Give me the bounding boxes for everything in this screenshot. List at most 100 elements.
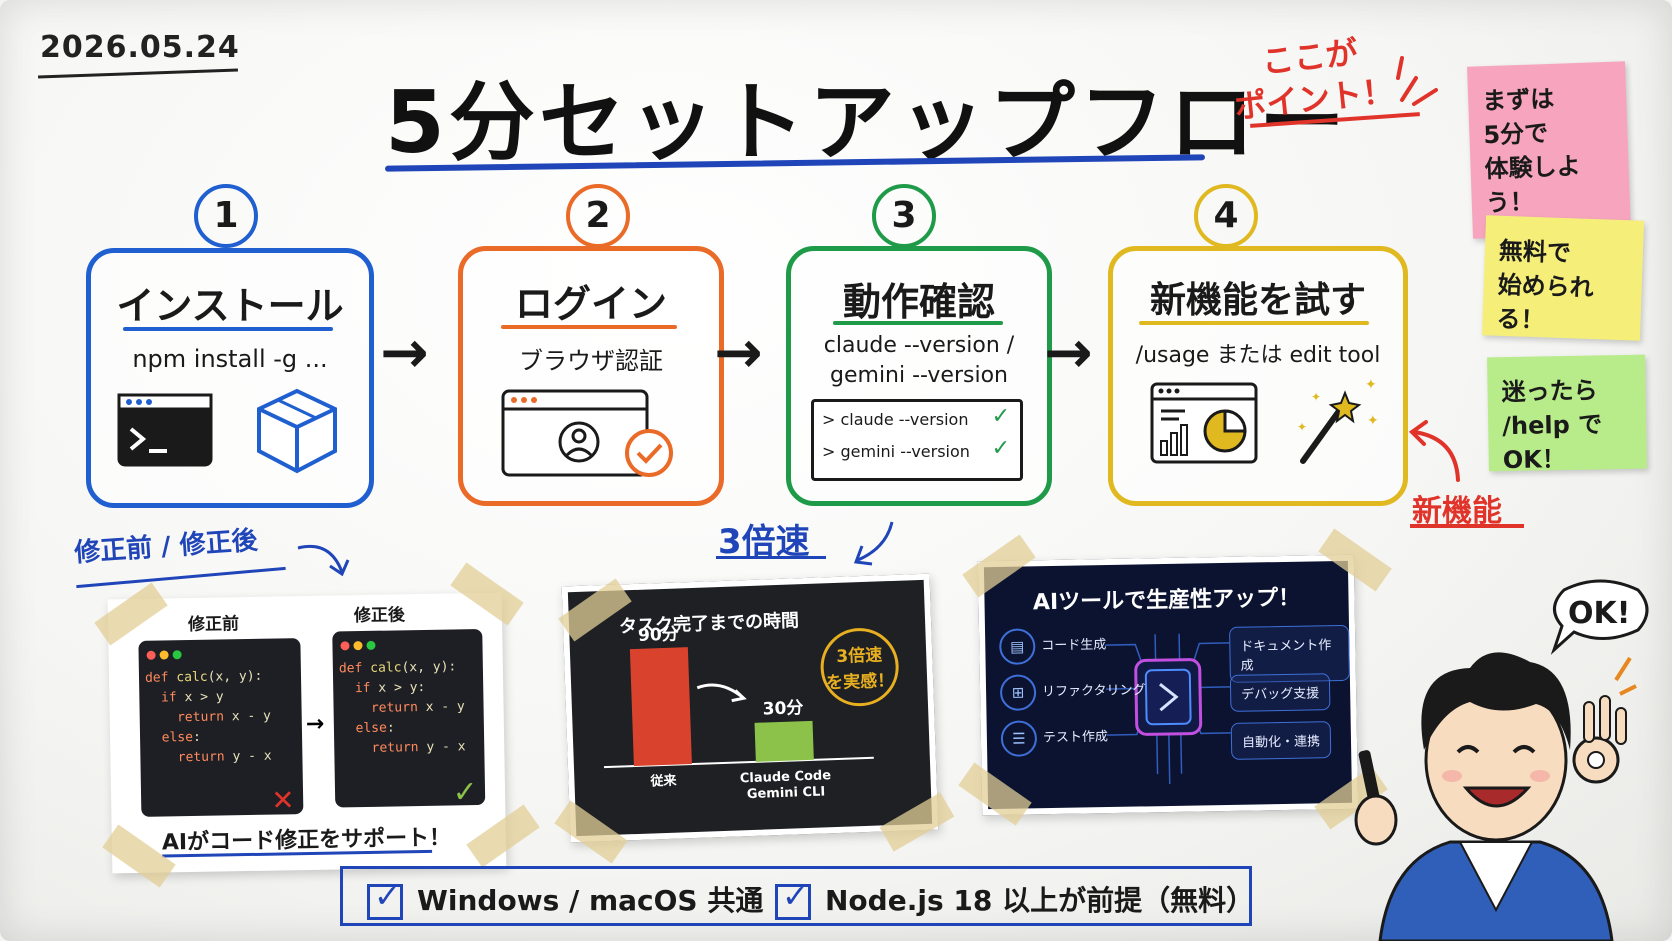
- success-check-icon: ✓: [454, 771, 476, 812]
- chart-baseline: [603, 756, 874, 769]
- arrow-right-icon: →: [380, 318, 429, 386]
- point-callout: ここが ポイント！: [1228, 28, 1396, 128]
- step-2-title: ログイン: [514, 282, 667, 326]
- error-x-icon: ✕: [272, 778, 294, 819]
- category-label: Claude Code: [740, 768, 832, 786]
- speech-text: OK!: [1568, 596, 1631, 631]
- curved-arrow-icon: [297, 545, 350, 577]
- trend-arrow-icon: [696, 683, 747, 703]
- feature-automation: 自動化・連携: [1230, 721, 1332, 760]
- code-icon: ▤: [998, 628, 1036, 665]
- sticky-note-line: 迷ったら: [1501, 376, 1598, 407]
- circuit-lines: [1105, 633, 1231, 784]
- sticky-note-line: 無料で: [1498, 236, 1572, 268]
- sticky-note-yellow: 無料で 始められる！: [1481, 215, 1645, 341]
- sticky-note-pink: まずは 5分で 体験しよう！: [1467, 61, 1631, 239]
- step-3-underline: [833, 321, 1003, 325]
- check-icon: ✓: [991, 404, 1010, 429]
- step-2-underline: [501, 325, 677, 329]
- step-1-number: 1: [194, 184, 258, 248]
- bar-value-label: 90分: [638, 624, 679, 645]
- code-line: def calc(x, y):: [144, 668, 263, 686]
- check-icon: ✓: [991, 436, 1010, 461]
- checkbox-icon: ✓: [367, 877, 403, 920]
- step-2-number: 2: [566, 184, 630, 248]
- category-label: Gemini CLI: [747, 784, 826, 802]
- code-line: if x > y:: [354, 679, 426, 697]
- speech-bubble: [1550, 579, 1649, 655]
- check-icon: ✓: [782, 877, 809, 915]
- code-line: return x - y: [176, 708, 272, 726]
- checkbox-icon: ✓: [775, 877, 811, 920]
- bar-1: [629, 647, 692, 767]
- step-1-card: インストール npm install -g ...: [86, 248, 374, 508]
- step-4-subtitle: /usage または edit tool: [1135, 343, 1381, 368]
- step-2-card: ログイン ブラウザ認証: [458, 246, 724, 506]
- sticky-note-line: まずは: [1481, 84, 1555, 116]
- terminal-line-1: > claude --version: [822, 410, 969, 429]
- analytics-dashboard-icon: [1150, 382, 1258, 464]
- ai-productivity-card: AIツールで生産性アップ！ ▤コード生成 ⊞リファクタリング ☰テスト作成 ドキ…: [977, 554, 1359, 816]
- terminal-icon: [117, 393, 213, 467]
- code-line: def calc(x, y):: [338, 659, 457, 677]
- bar-2: [754, 720, 814, 762]
- after-code-panel: def calc(x, y): if x > y: return x - y e…: [332, 628, 486, 812]
- step-2-subtitle: ブラウザ認証: [519, 347, 663, 375]
- code-line: return y - x: [177, 748, 272, 766]
- svg-text:✦: ✦: [1365, 377, 1377, 393]
- new-feature-label: 新機能: [1412, 494, 1502, 529]
- arrow-right-icon: →: [714, 318, 763, 386]
- feature-label: リファクタリング: [1041, 682, 1146, 700]
- step-1-underline: [123, 327, 333, 331]
- svg-text:✦: ✦: [1367, 413, 1379, 429]
- step-3-command-2: gemini --version: [830, 363, 1008, 388]
- presenter-character: [1354, 652, 1637, 941]
- svg-text:✦: ✦: [1297, 420, 1307, 434]
- window-dots: [332, 629, 482, 660]
- speed-heading: 3倍速: [718, 522, 810, 562]
- feature-label: テスト作成: [1042, 729, 1109, 746]
- terminal-line-2: > gemini --version: [822, 442, 970, 461]
- step-4-card: 新機能を試す /usage または edit tool ✦ ✦ ✦ ✦: [1108, 246, 1408, 506]
- before-label: 修正前: [187, 614, 240, 636]
- version-check-terminal: > claude --version > gemini --version ✓ …: [811, 399, 1023, 481]
- arrow-down-left-icon: [853, 521, 894, 566]
- refactor-icon: ⊞: [999, 674, 1037, 711]
- bar-value-label: 30分: [762, 698, 803, 719]
- before-after-underline: [76, 566, 286, 589]
- curved-arrow-icon: [1408, 420, 1460, 482]
- feature-label: コード生成: [1041, 637, 1107, 654]
- code-line: return x - y: [370, 699, 465, 716]
- check-icon: ✓: [374, 877, 401, 915]
- step-4-title: 新機能を試す: [1149, 280, 1366, 321]
- browser-login-icon: [501, 389, 673, 477]
- code-line: else:: [355, 720, 395, 737]
- magic-wand-icon: ✦ ✦ ✦ ✦: [1297, 377, 1379, 464]
- package-box-icon: [257, 388, 337, 474]
- speed-underline: [716, 556, 826, 559]
- step-4-number: 4: [1194, 184, 1258, 248]
- feature-testing: ☰テスト作成: [1000, 719, 1109, 757]
- svg-text:✦: ✦: [1311, 390, 1321, 404]
- speed-badge-line: を実感！: [825, 670, 895, 694]
- step-1-title: インストール: [116, 284, 344, 328]
- step-1-command: npm install -g ...: [132, 345, 328, 373]
- feature-code-gen: ▤ コード生成: [998, 627, 1107, 665]
- emphasis-marks: [1396, 56, 1438, 106]
- requirement-os-label: Windows / macOS 共通: [417, 884, 764, 917]
- requirement-node: ✓Node.js 18 以上が前提（無料）: [775, 877, 1254, 920]
- checklist-icon: ☰: [1000, 720, 1038, 757]
- sticky-note-line: /help でOK！: [1501, 410, 1603, 475]
- window-dots: [138, 638, 300, 669]
- step-3-title: 動作確認: [842, 280, 995, 324]
- requirement-os: ✓ Windows / macOS 共通: [367, 877, 764, 920]
- date-underline: [38, 68, 238, 79]
- arrow-right-icon: →: [305, 711, 325, 738]
- before-after-card: 修正前 修正後 def calc(x, y): if x > y return …: [107, 592, 507, 874]
- step-3-command-1: claude --version /: [823, 333, 1015, 358]
- sticky-note-line: 5分で: [1482, 119, 1549, 150]
- speed-badge-line: 3倍速: [836, 645, 883, 667]
